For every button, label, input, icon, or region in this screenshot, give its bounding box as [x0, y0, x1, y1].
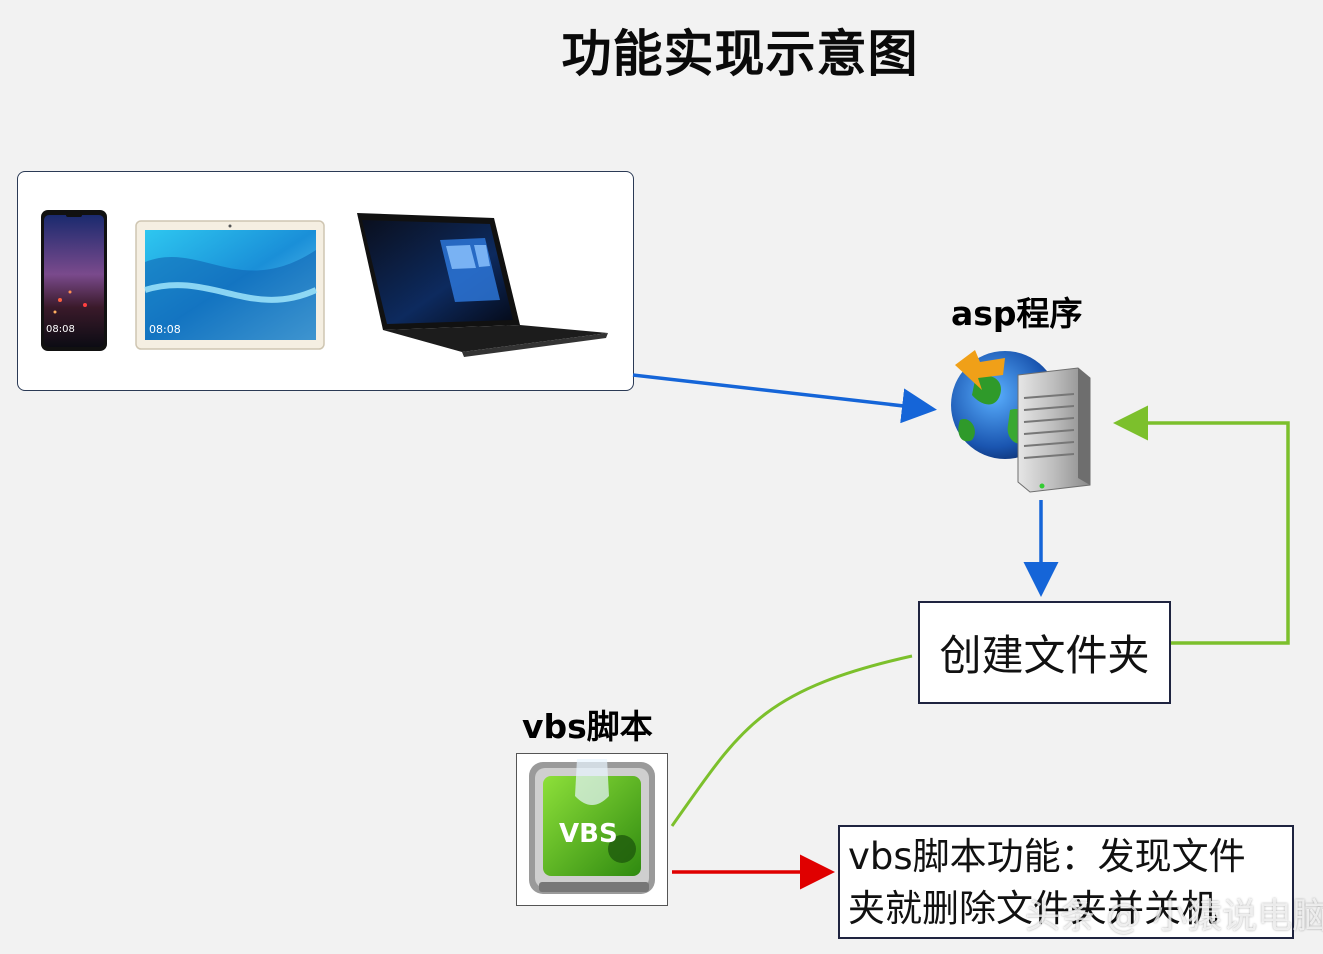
vbs-script-label: vbs脚本 [522, 707, 653, 746]
client-devices-box [17, 171, 634, 391]
server-globe-icon [951, 350, 1091, 493]
watermark: 头条 @ 小猿说电脑 [1025, 897, 1323, 937]
vbs-icon-text: VBS [559, 819, 618, 849]
tablet-icon: 08:08 [135, 220, 325, 350]
laptop-icon [357, 213, 608, 357]
arrow-devices-to-asp [632, 373, 937, 424]
tablet-time: 08:08 [149, 323, 181, 336]
phone-time: 08:08 [46, 324, 75, 335]
phone-icon: 08:08 [41, 210, 107, 351]
create-folder-box: 创建文件夹 [918, 601, 1171, 704]
create-folder-text: 创建文件夹 [939, 631, 1150, 680]
vbs-description-line1: vbs脚本功能：发现文件 [848, 835, 1246, 878]
asp-program-label: asp程序 [951, 294, 1083, 333]
curve-create-to-vbs [670, 654, 913, 827]
vbs-description-line2: 夹就删除文件夹并关机 [848, 887, 1218, 930]
vbs-script-icon: VBS [529, 759, 655, 894]
arrow-create-to-asp [1113, 405, 1290, 645]
diagram-title: 功能实现示意图 [561, 25, 919, 83]
vbs-description-box: vbs脚本功能：发现文件 夹就删除文件夹并关机 [838, 825, 1294, 939]
vbs-script-icon-frame: VBS [516, 753, 668, 906]
